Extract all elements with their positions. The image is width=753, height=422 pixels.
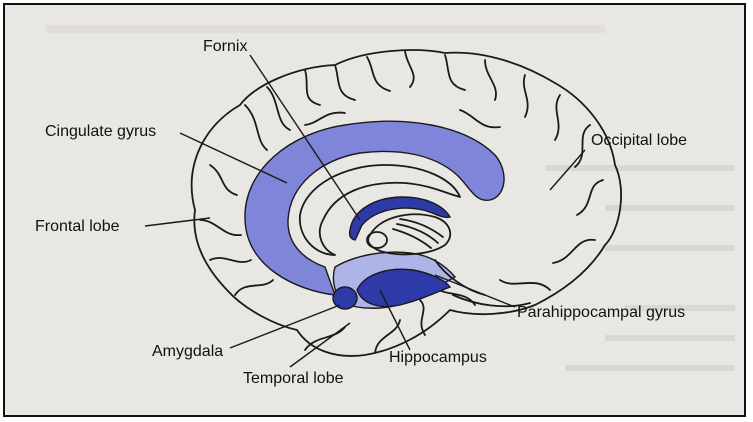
amygdala-region	[332, 286, 358, 310]
figure-frame: Fornix Cingulate gyrus Occipital lobe Fr…	[3, 3, 746, 417]
inner-callosal-outline	[299, 164, 461, 256]
label-hippocampus: Hippocampus	[389, 349, 487, 366]
leader-lines	[144, 54, 586, 368]
brain-outline	[190, 49, 622, 357]
label-fornix: Fornix	[203, 38, 247, 55]
label-frontal-lobe: Frontal lobe	[35, 218, 120, 235]
label-occipital-lobe: Occipital lobe	[591, 132, 687, 149]
fornix-region	[348, 196, 452, 241]
hippocampus-region	[356, 268, 452, 308]
label-amygdala: Amygdala	[152, 343, 223, 360]
thalamus-hatching	[392, 218, 444, 249]
label-cingulate-gyrus: Cingulate gyrus	[45, 123, 156, 140]
background-page-texture	[45, 25, 735, 371]
cingulate-gyrus-region	[244, 120, 505, 296]
label-parahippocampal-gyrus: Parahippocampal gyrus	[517, 304, 685, 321]
mamillary-body	[366, 231, 388, 249]
cerebellum-outline	[452, 294, 531, 308]
brain-diagram: Fornix Cingulate gyrus Occipital lobe Fr…	[35, 25, 735, 387]
label-temporal-lobe: Temporal lobe	[243, 370, 344, 387]
